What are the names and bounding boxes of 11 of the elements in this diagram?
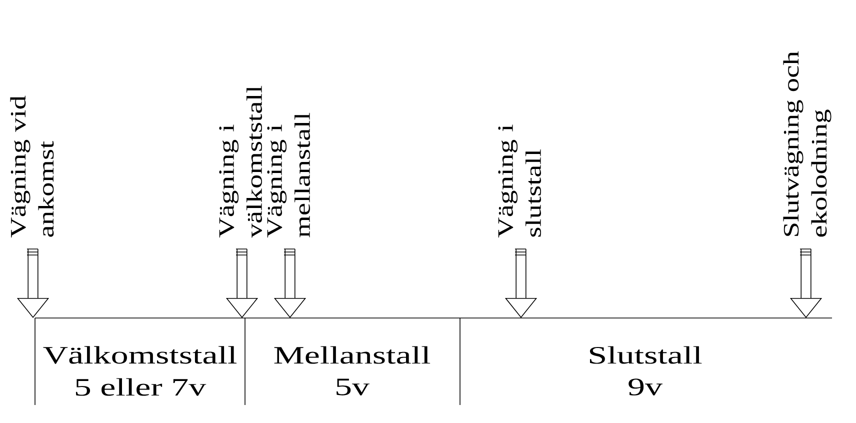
phase-label: 5 eller 7v xyxy=(76,378,206,396)
rotated-label: Vägning i mellanstall xyxy=(267,112,310,238)
rotated-label: Vägning i välkomststall xyxy=(219,86,262,238)
rotated-label: Vägning vid ankomst xyxy=(10,96,54,238)
phase-label: Mellanstall xyxy=(274,346,430,364)
rotated-label: Slutvägning och ekolodning xyxy=(783,51,832,237)
phase-label: 9v xyxy=(628,378,662,396)
phase-label: Välkomststall xyxy=(43,346,237,364)
phase-label: Slutstall xyxy=(590,346,702,364)
phase-label: 5v xyxy=(336,378,370,396)
rotated-label: Vägning i slutstall xyxy=(498,124,541,238)
